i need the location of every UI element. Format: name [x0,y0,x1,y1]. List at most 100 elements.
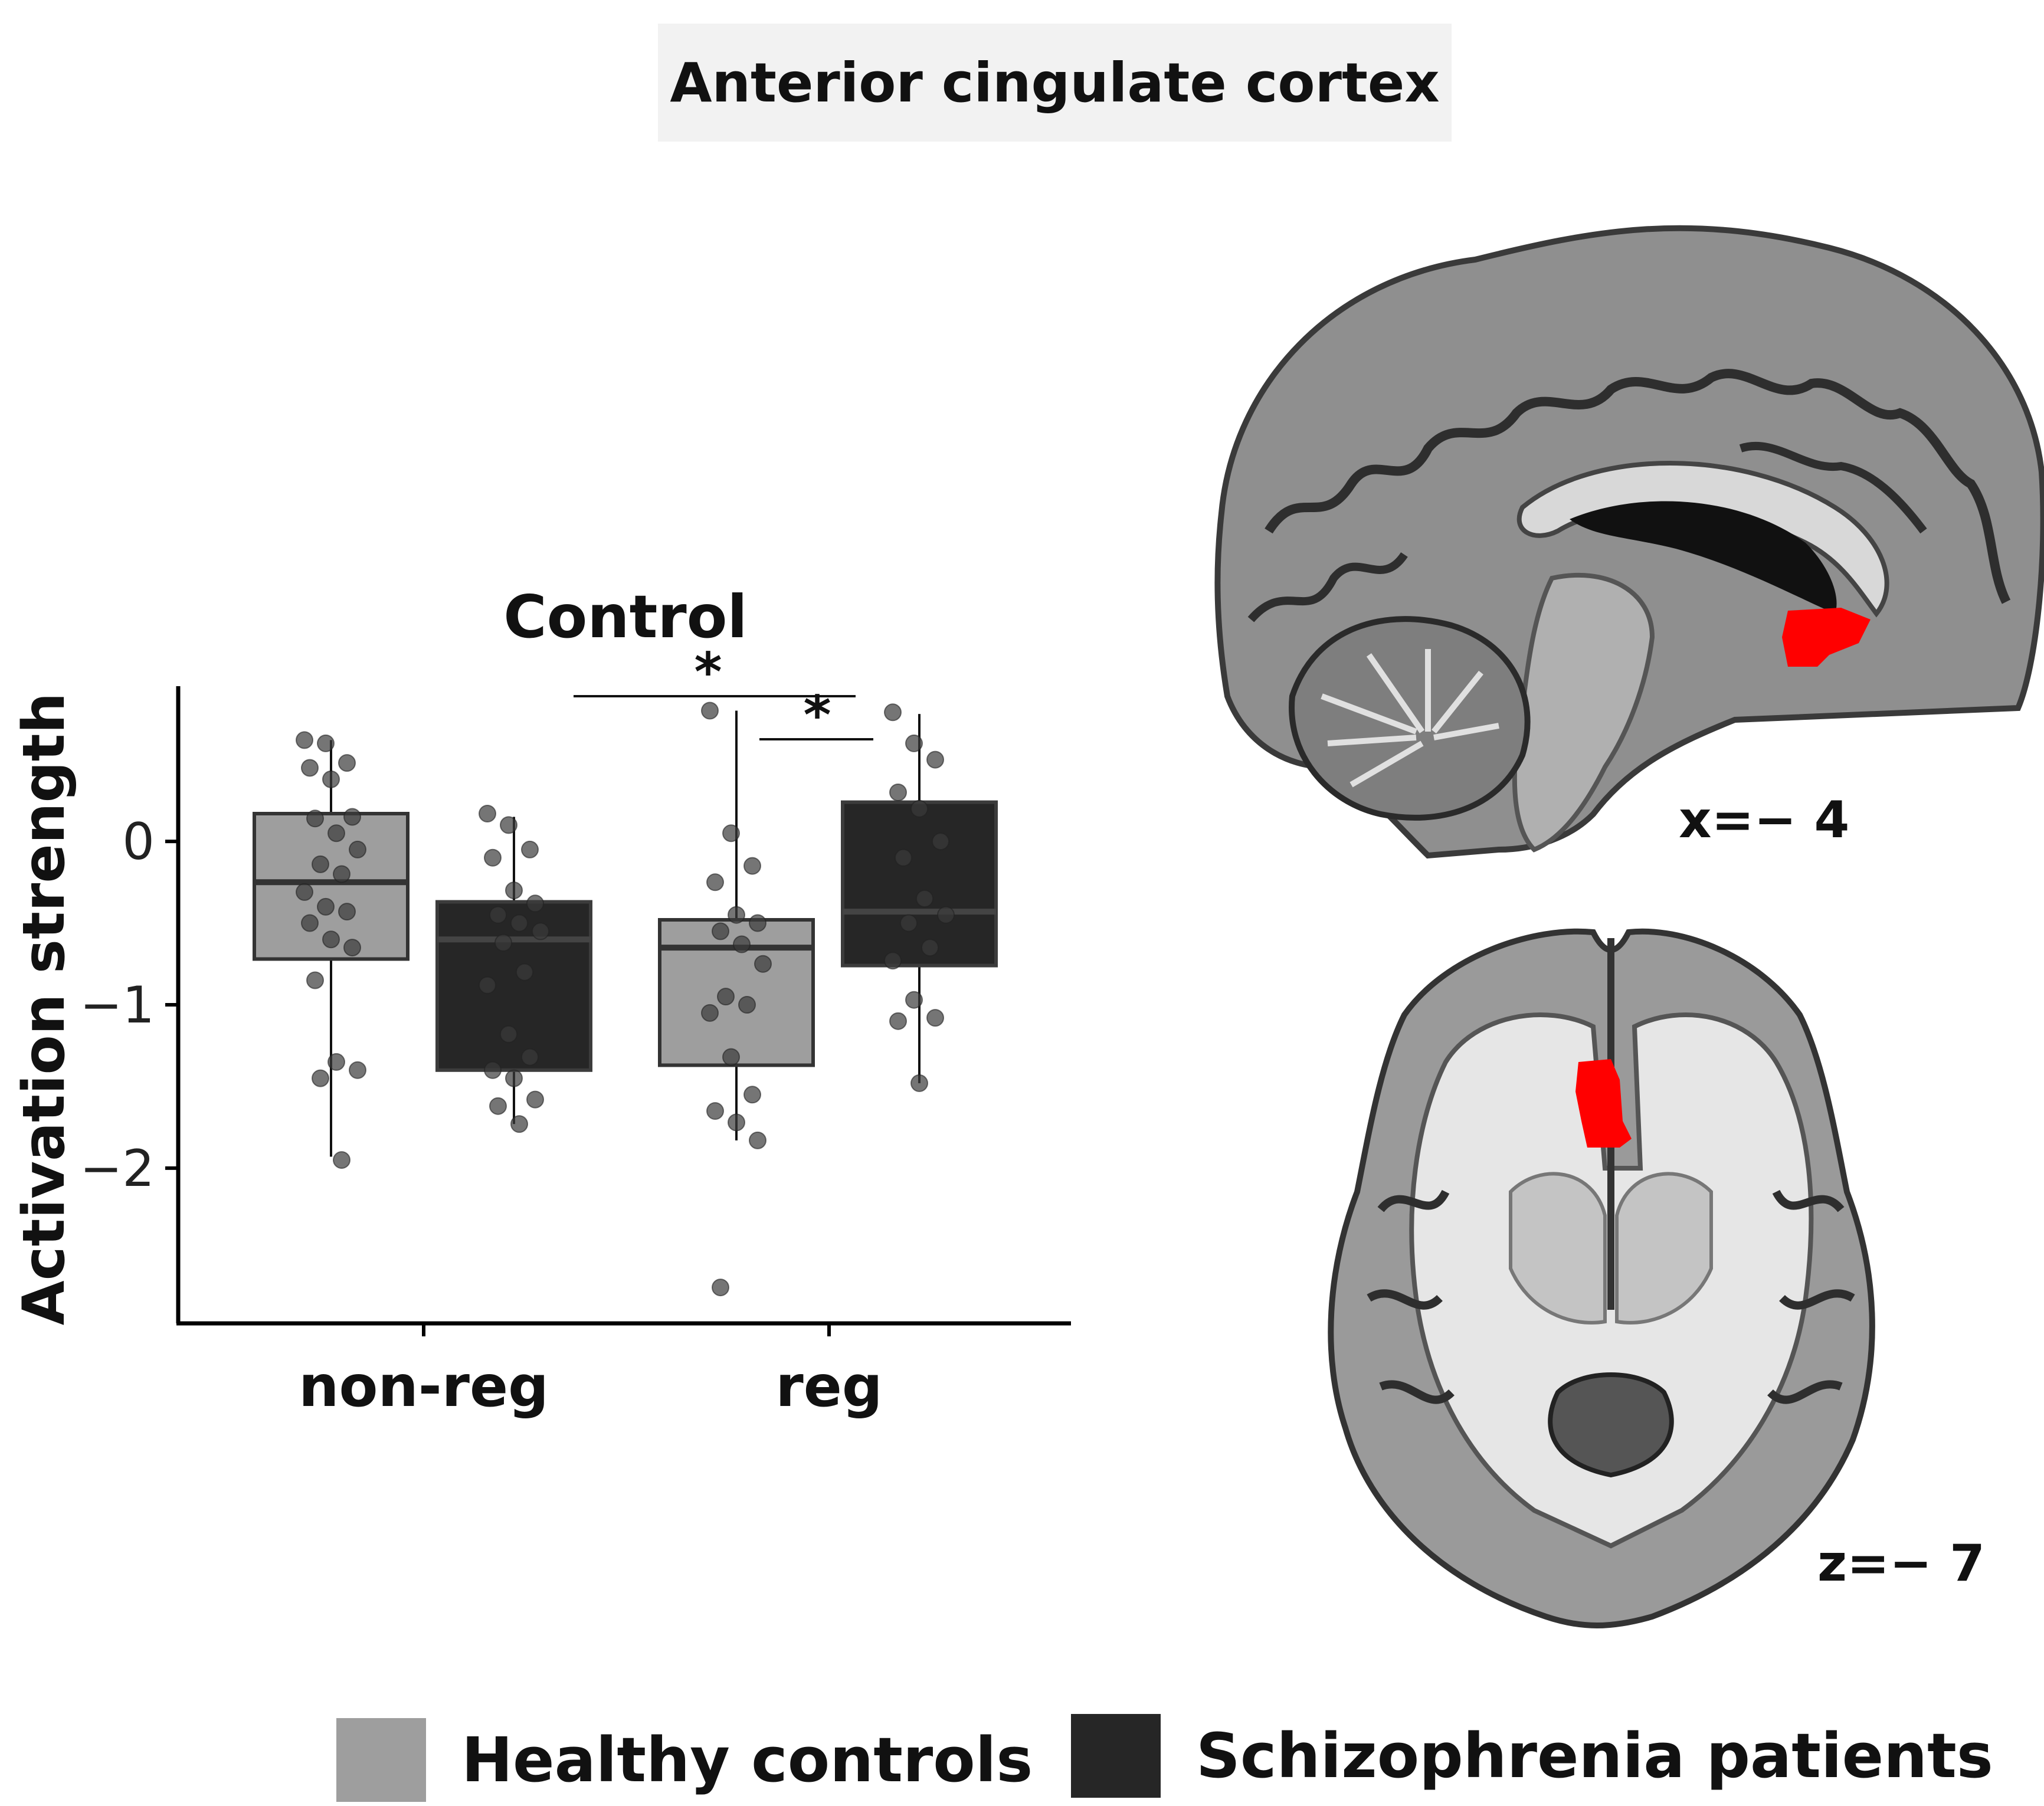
cerebellum-folia [1321,649,1499,788]
data-point-healthy-non-reg [312,1069,329,1087]
data-point-patients-reg [900,914,918,932]
axial-thalamus [1509,1172,1713,1325]
legend-swatch-patients [1071,1714,1161,1798]
legend-label-patients: Schizophrenia patients [1196,1720,1993,1792]
data-point-patients-reg [926,1009,944,1027]
data-point-healthy-reg [701,702,719,720]
y-axis-label: Activation strength [11,693,78,1326]
legend-item-healthy: Healthy controls [336,1718,1033,1802]
data-point-patients-non-reg [484,848,502,867]
chart-title: Control [503,582,747,651]
data-point-patients-reg [905,734,923,752]
data-point-patients-non-reg [510,1115,528,1133]
data-point-healthy-reg [749,1131,766,1149]
data-point-patients-reg [895,848,912,867]
axial-brain-image [1328,928,1875,1628]
data-point-healthy-reg [743,1086,761,1104]
legend-label-healthy: Healthy controls [461,1724,1033,1796]
significance-markers: ** [574,641,873,746]
data-point-patients-reg [910,1074,928,1092]
legend-item-patients: Schizophrenia patients [1071,1714,1993,1798]
data-point-patients-reg [889,1012,907,1030]
data-points [296,702,955,1297]
y-ticks: 0 −1 −2 [80,812,178,1198]
boxes [253,710,998,1157]
data-point-patients-non-reg [484,1061,502,1079]
axial-coordinate-label: z=− 7 [1817,1534,1985,1593]
data-point-patients-non-reg [526,894,544,913]
data-point-healthy-non-reg [301,914,319,932]
sagittal-gyri [1265,369,2011,604]
data-point-patients-reg [926,750,944,769]
data-point-patients-non-reg [516,963,533,981]
corpus-callosum [1516,461,1889,618]
data-point-patients-reg [932,832,949,851]
data-point-patients-non-reg [500,1025,517,1043]
data-point-healthy-non-reg [333,1151,351,1169]
data-point-healthy-non-reg [317,897,335,916]
data-point-patients-non-reg [505,1069,523,1087]
data-point-patients-non-reg [510,914,528,932]
data-point-patients-reg [910,799,928,818]
sagittal-roi [1782,608,1871,667]
significance-asterisk: * [694,641,722,703]
data-point-healthy-reg [728,1113,745,1132]
data-point-patients-non-reg [489,1097,507,1115]
y-tick-label: −2 [80,1139,155,1198]
data-point-patients-non-reg [532,922,549,940]
x-tick-label-reg: reg [775,1353,882,1420]
data-point-patients-non-reg [494,933,512,952]
data-point-healthy-reg [712,922,729,940]
data-point-healthy-reg [706,873,724,891]
data-point-healthy-non-reg [343,939,361,957]
title-box: Anterior cingulate cortex [658,24,1452,142]
y-tick-label: −1 [80,976,155,1035]
data-point-healthy-non-reg [296,883,313,901]
data-point-healthy-reg [754,955,772,973]
data-point-patients-non-reg [500,816,517,834]
data-point-patients-reg [937,906,955,924]
data-point-healthy-non-reg [327,824,345,843]
data-point-healthy-reg [717,988,735,1006]
data-point-healthy-non-reg [349,840,366,858]
sagittal-gyri-inner [1247,441,1927,622]
data-point-healthy-non-reg [296,731,313,749]
data-point-healthy-non-reg [317,734,335,752]
data-point-patients-non-reg [489,906,507,924]
data-point-healthy-non-reg [338,754,356,772]
data-point-healthy-reg [733,935,751,953]
ventricle [1570,501,1837,614]
data-point-patients-reg [884,703,902,722]
data-point-healthy-non-reg [349,1061,366,1079]
axial-cerebellum [1548,1372,1674,1478]
data-point-patients-non-reg [521,1048,539,1066]
x-ticks: non-reg reg [299,1323,883,1420]
data-point-patients-reg [905,991,923,1009]
data-point-healthy-reg [728,906,745,924]
data-point-healthy-reg [722,1048,740,1066]
data-point-healthy-reg [722,824,740,843]
data-point-healthy-non-reg [322,930,340,949]
data-point-healthy-non-reg [301,759,319,777]
data-point-healthy-non-reg [327,1053,345,1071]
data-point-healthy-non-reg [343,808,361,826]
figure-title: Anterior cingulate cortex [670,51,1440,114]
data-point-healthy-non-reg [333,865,351,883]
data-point-healthy-reg [706,1102,724,1120]
data-point-healthy-reg [701,1004,719,1022]
x-tick-label-non-reg: non-reg [299,1353,549,1420]
data-point-patients-non-reg [479,805,496,822]
data-point-healthy-non-reg [306,971,324,989]
data-point-healthy-non-reg [312,855,329,873]
data-point-healthy-non-reg [306,809,324,828]
data-point-healthy-reg [712,1279,729,1297]
data-point-patients-reg [921,939,939,957]
significance-asterisk: * [803,684,831,746]
y-tick-label: 0 [122,812,155,871]
sagittal-brain-image [1214,225,2044,859]
data-point-healthy-non-reg [322,770,340,788]
data-point-healthy-reg [749,914,766,932]
data-point-patients-non-reg [521,840,539,858]
legend-swatch-healthy [336,1718,426,1802]
data-point-patients-reg [884,952,902,970]
